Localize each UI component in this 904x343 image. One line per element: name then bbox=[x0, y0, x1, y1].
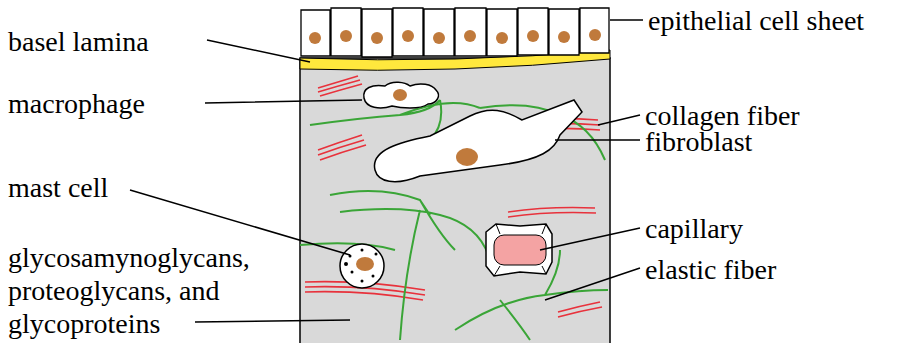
part-label: epithelial cell sheet bbox=[648, 4, 864, 37]
part-label: elastic fiber bbox=[645, 253, 776, 286]
nucleus bbox=[589, 29, 601, 41]
part-label: basel lamina bbox=[8, 25, 149, 58]
fibroblast-cell bbox=[374, 100, 582, 182]
capillary-cell-borders bbox=[494, 224, 546, 276]
part-label: macrophage bbox=[8, 87, 145, 120]
nucleus bbox=[340, 30, 352, 42]
nucleus bbox=[402, 30, 414, 42]
epithelial-nuclei bbox=[309, 29, 601, 44]
macrophage-nucleus bbox=[393, 89, 407, 101]
nucleus bbox=[464, 30, 476, 42]
collagen-fibers bbox=[305, 76, 602, 317]
nucleus bbox=[309, 32, 321, 44]
fibroblast-nucleus bbox=[456, 148, 478, 166]
part-label: mast cell bbox=[8, 171, 108, 204]
red-blood-cell bbox=[494, 235, 546, 265]
macrophage-cell bbox=[364, 82, 439, 108]
part-label: fibroblast bbox=[645, 125, 752, 158]
nucleus bbox=[527, 30, 539, 42]
mast-cell-nucleus bbox=[356, 257, 374, 271]
part-label: glycosamynoglycans, proteoglycans, and g… bbox=[8, 241, 338, 340]
nucleus bbox=[371, 32, 383, 44]
elastic-fibers bbox=[300, 100, 608, 340]
epithelial-cells bbox=[301, 8, 609, 57]
nucleus bbox=[496, 32, 508, 44]
mast-cell bbox=[340, 244, 384, 288]
part-label: capillary bbox=[645, 212, 743, 245]
nucleus bbox=[558, 31, 570, 43]
mast-cell-granules bbox=[344, 249, 378, 283]
nucleus bbox=[433, 32, 445, 44]
